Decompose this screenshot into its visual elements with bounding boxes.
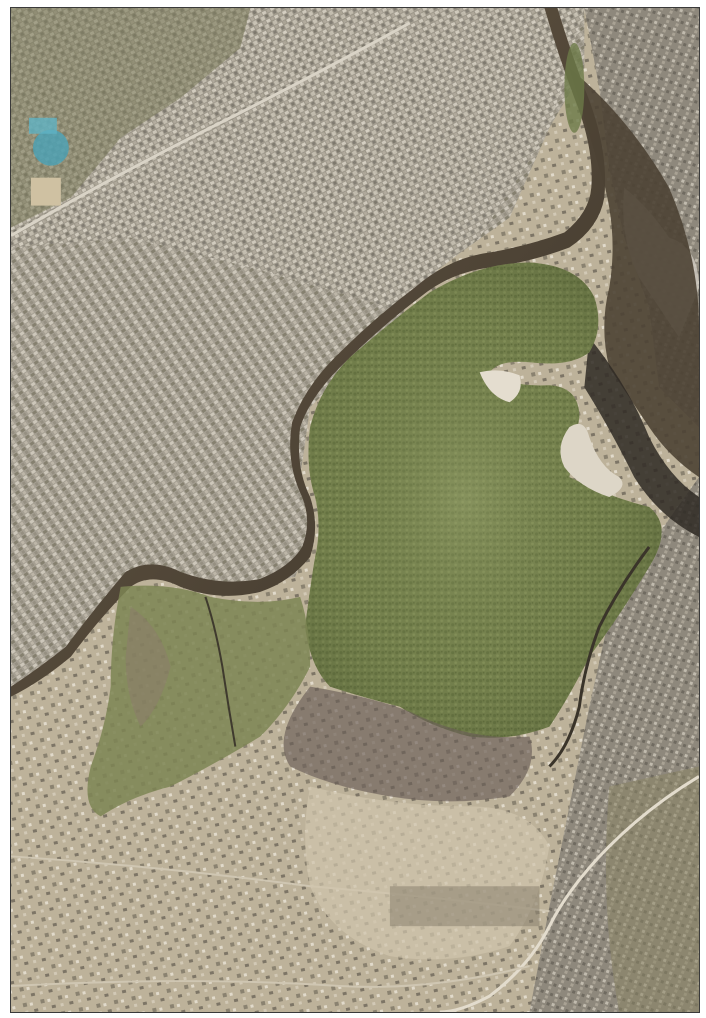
burnt-area: [283, 686, 532, 802]
sand-flat: [560, 423, 623, 498]
west-creek: [204, 596, 237, 747]
green-suburb-nw: [11, 8, 251, 228]
southeast-road: [439, 775, 699, 1012]
main-channel: [11, 8, 606, 697]
northwest-road: [11, 21, 411, 237]
aerial-map[interactable]: [10, 7, 700, 1013]
sand-flat: [479, 370, 521, 403]
east-creek: [548, 546, 651, 768]
south-road: [11, 965, 530, 988]
aerial-imagery: [11, 8, 699, 1012]
